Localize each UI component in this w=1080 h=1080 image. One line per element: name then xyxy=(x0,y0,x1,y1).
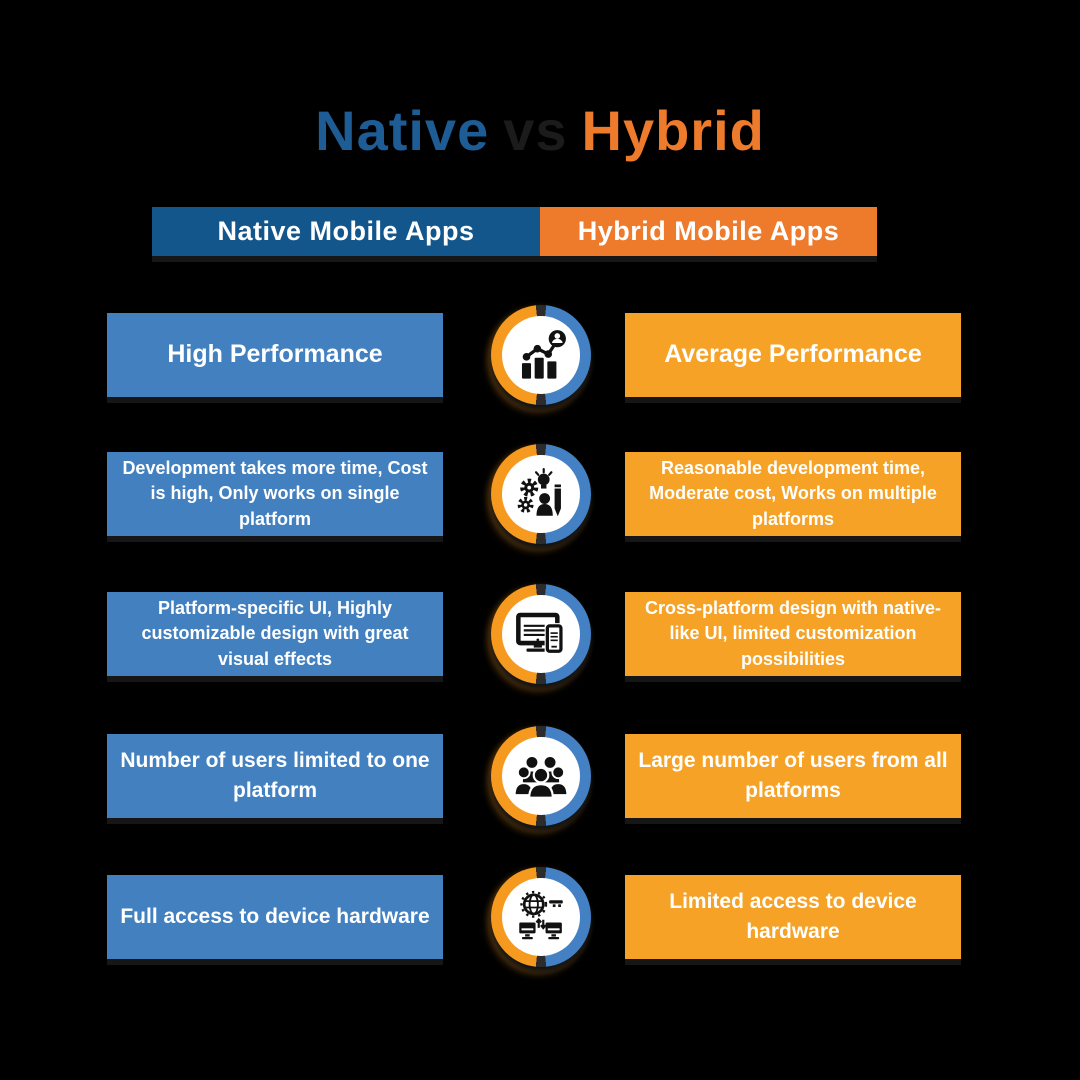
native-cell-development: Development takes more time, Cost is hig… xyxy=(107,452,443,536)
title-native: Native xyxy=(315,99,490,162)
native-cell-ui-design: Platform-specific UI, Highly customizabl… xyxy=(107,592,443,676)
comparison-row-hardware-access: Full access to device hardware xyxy=(0,867,1080,967)
title-vs: vs xyxy=(503,99,568,162)
icon-circle xyxy=(502,737,580,815)
title-hybrid: Hybrid xyxy=(581,99,765,162)
icon-circle xyxy=(502,455,580,533)
header-native-mobile-apps: Native Mobile Apps xyxy=(152,207,540,256)
comparison-row-development: Development takes more time, Cost is hig… xyxy=(0,444,1080,544)
icon-circle xyxy=(502,316,580,394)
performance-chart-icon xyxy=(521,330,566,379)
users-group-icon xyxy=(513,756,569,799)
icon-ring xyxy=(491,444,591,544)
hybrid-cell-hardware: Limited access to device hardware xyxy=(625,875,961,959)
devices-icon xyxy=(516,612,564,654)
comparison-row-performance: High Performance xyxy=(0,305,1080,405)
icon-circle xyxy=(502,595,580,673)
native-cell-performance: High Performance xyxy=(107,313,443,397)
icon-circle xyxy=(502,878,580,956)
native-cell-users: Number of users limited to one platform xyxy=(107,734,443,818)
network-access-icon xyxy=(519,890,563,940)
hybrid-cell-development: Reasonable development time, Moderate co… xyxy=(625,452,961,536)
icon-ring xyxy=(491,305,591,405)
hybrid-cell-users: Large number of users from all platforms xyxy=(625,734,961,818)
comparison-row-users: Number of users limited to one platform xyxy=(0,726,1080,826)
icon-ring xyxy=(491,867,591,967)
development-process-icon xyxy=(517,467,561,517)
hybrid-cell-performance: Average Performance xyxy=(625,313,961,397)
icon-ring xyxy=(491,584,591,684)
hybrid-cell-ui-design: Cross-platform design with native-like U… xyxy=(625,592,961,676)
comparison-row-ui-design: Platform-specific UI, Highly customizabl… xyxy=(0,584,1080,684)
native-cell-hardware: Full access to device hardware xyxy=(107,875,443,959)
header-hybrid-mobile-apps: Hybrid Mobile Apps xyxy=(540,207,877,256)
icon-ring xyxy=(491,726,591,826)
